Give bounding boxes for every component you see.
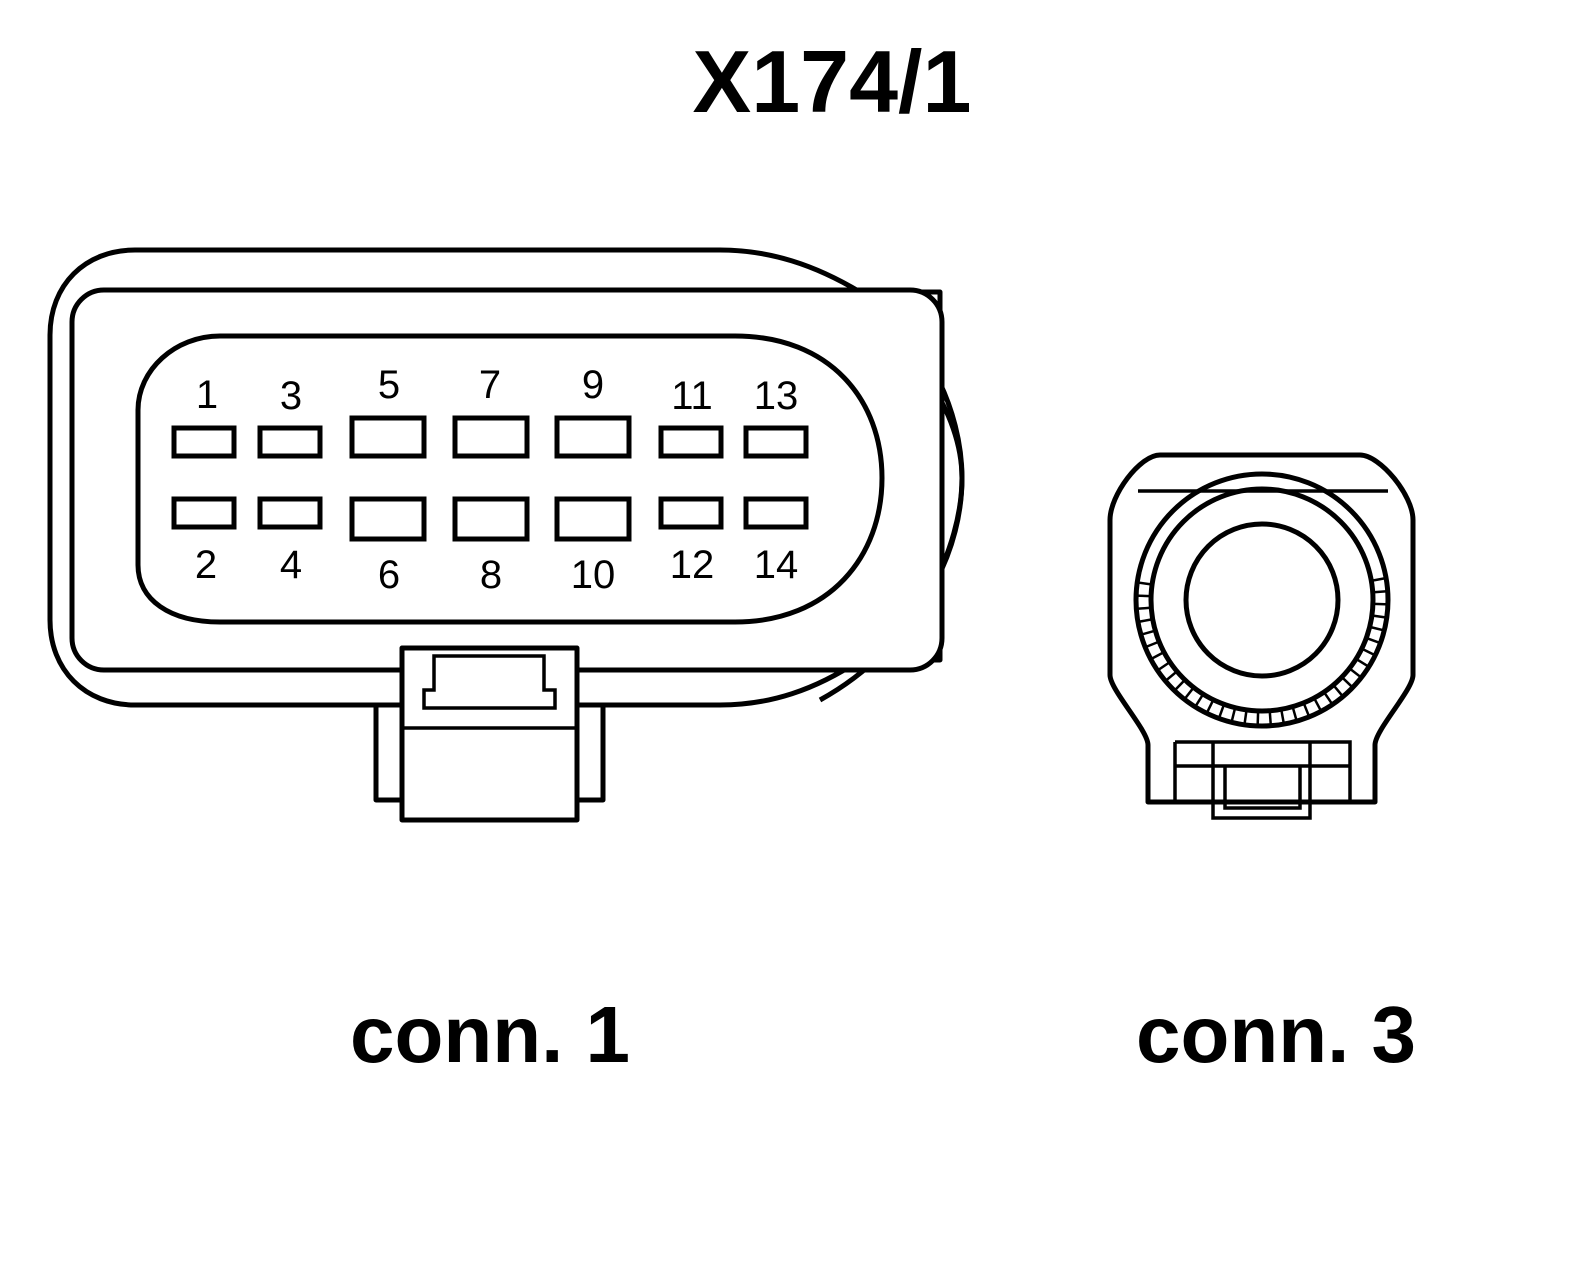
diagram-title: X174/1	[693, 32, 972, 131]
pin-13-cavity	[743, 425, 809, 459]
pin-4-cavity	[257, 496, 323, 530]
pin-10-cavity	[554, 496, 632, 542]
pin-label: 12	[670, 543, 715, 587]
connector-3-ring-outer	[1133, 471, 1391, 729]
connector-3-body	[1107, 452, 1416, 805]
pin-7-cavity	[452, 415, 530, 459]
connector-3-label: conn. 3	[1136, 990, 1416, 1079]
pin-12-cavity	[658, 496, 724, 530]
pin-9-cavity	[554, 415, 632, 459]
pin-label: 14	[754, 543, 799, 587]
connector-1-label: conn. 1	[350, 990, 630, 1079]
connector-3: conn. 3	[1107, 452, 1416, 1079]
pin-label: 7	[479, 363, 501, 407]
pin-1-cavity	[171, 425, 237, 459]
pin-label: 5	[378, 363, 400, 407]
connector-1-pin-face	[135, 333, 885, 625]
pin-label: 4	[280, 543, 302, 587]
pin-label: 8	[480, 553, 502, 597]
connector-1: 1 3 5 7 9 11 13 2 4 6 8 10 12 14 conn. 1	[47, 247, 965, 1079]
pin-label: 1	[196, 373, 218, 417]
pin-label: 2	[195, 543, 217, 587]
connector-3-latch	[1173, 740, 1352, 820]
pin-8-cavity	[452, 496, 530, 542]
pin-11-cavity	[658, 425, 724, 459]
pin-2-cavity	[171, 496, 237, 530]
pin-label: 6	[378, 553, 400, 597]
pin-label: 9	[582, 363, 604, 407]
pin-14-cavity	[743, 496, 809, 530]
pin-3-cavity	[257, 425, 323, 459]
connector-3-ring-inner	[1148, 486, 1376, 714]
pin-label: 3	[280, 374, 302, 418]
connector-1-latch	[373, 645, 606, 823]
connector-3-socket	[1183, 521, 1341, 679]
pin-6-cavity	[349, 496, 427, 542]
pin-label: 10	[571, 553, 616, 597]
pin-label: 13	[754, 374, 799, 418]
pin-label: 11	[671, 374, 713, 418]
pin-5-cavity	[349, 415, 427, 459]
